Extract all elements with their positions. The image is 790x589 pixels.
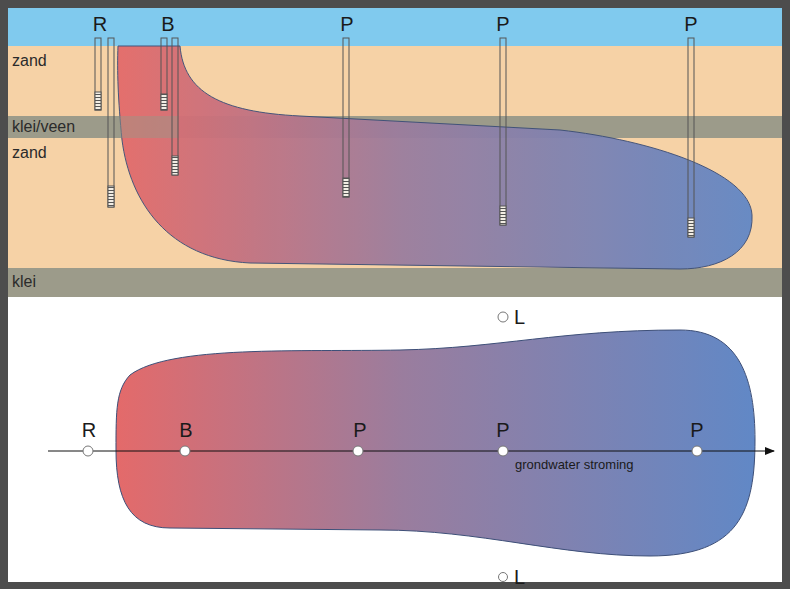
well-label: P [353, 420, 366, 440]
soil-layer-band: klei [8, 268, 782, 297]
contamination-plume-plan [116, 330, 755, 556]
well-label: B [179, 420, 192, 440]
well-label: P [684, 14, 697, 34]
clay-peat-overlay [118, 116, 178, 138]
layer-name: klei/veen [12, 118, 75, 136]
layer-name: klei [12, 273, 36, 291]
well-label: R [82, 420, 96, 440]
well-label: P [690, 420, 703, 440]
soil-layer-band: klei/veen [8, 116, 782, 138]
clay-layer [8, 268, 782, 297]
soil-layer-band: zand [8, 138, 782, 268]
well-points [83, 312, 702, 582]
well-label: R [93, 14, 107, 34]
well-label: P [340, 14, 353, 34]
well-label: L [514, 567, 525, 587]
plan-view-ground [8, 297, 782, 582]
layer-name: zand [12, 52, 47, 70]
well-label: P [496, 420, 509, 440]
monitoring-wells [95, 38, 694, 237]
soil-layer-band: zand [8, 46, 782, 116]
flow-direction-arrow [48, 451, 774, 452]
contamination-plume-section [118, 46, 752, 269]
well-label: L [514, 307, 525, 327]
flow-label: grondwater stroming [515, 458, 634, 471]
well-label: P [496, 14, 509, 34]
well-label: B [161, 14, 174, 34]
water-layer [8, 8, 782, 46]
layer-name: zand [12, 144, 47, 162]
